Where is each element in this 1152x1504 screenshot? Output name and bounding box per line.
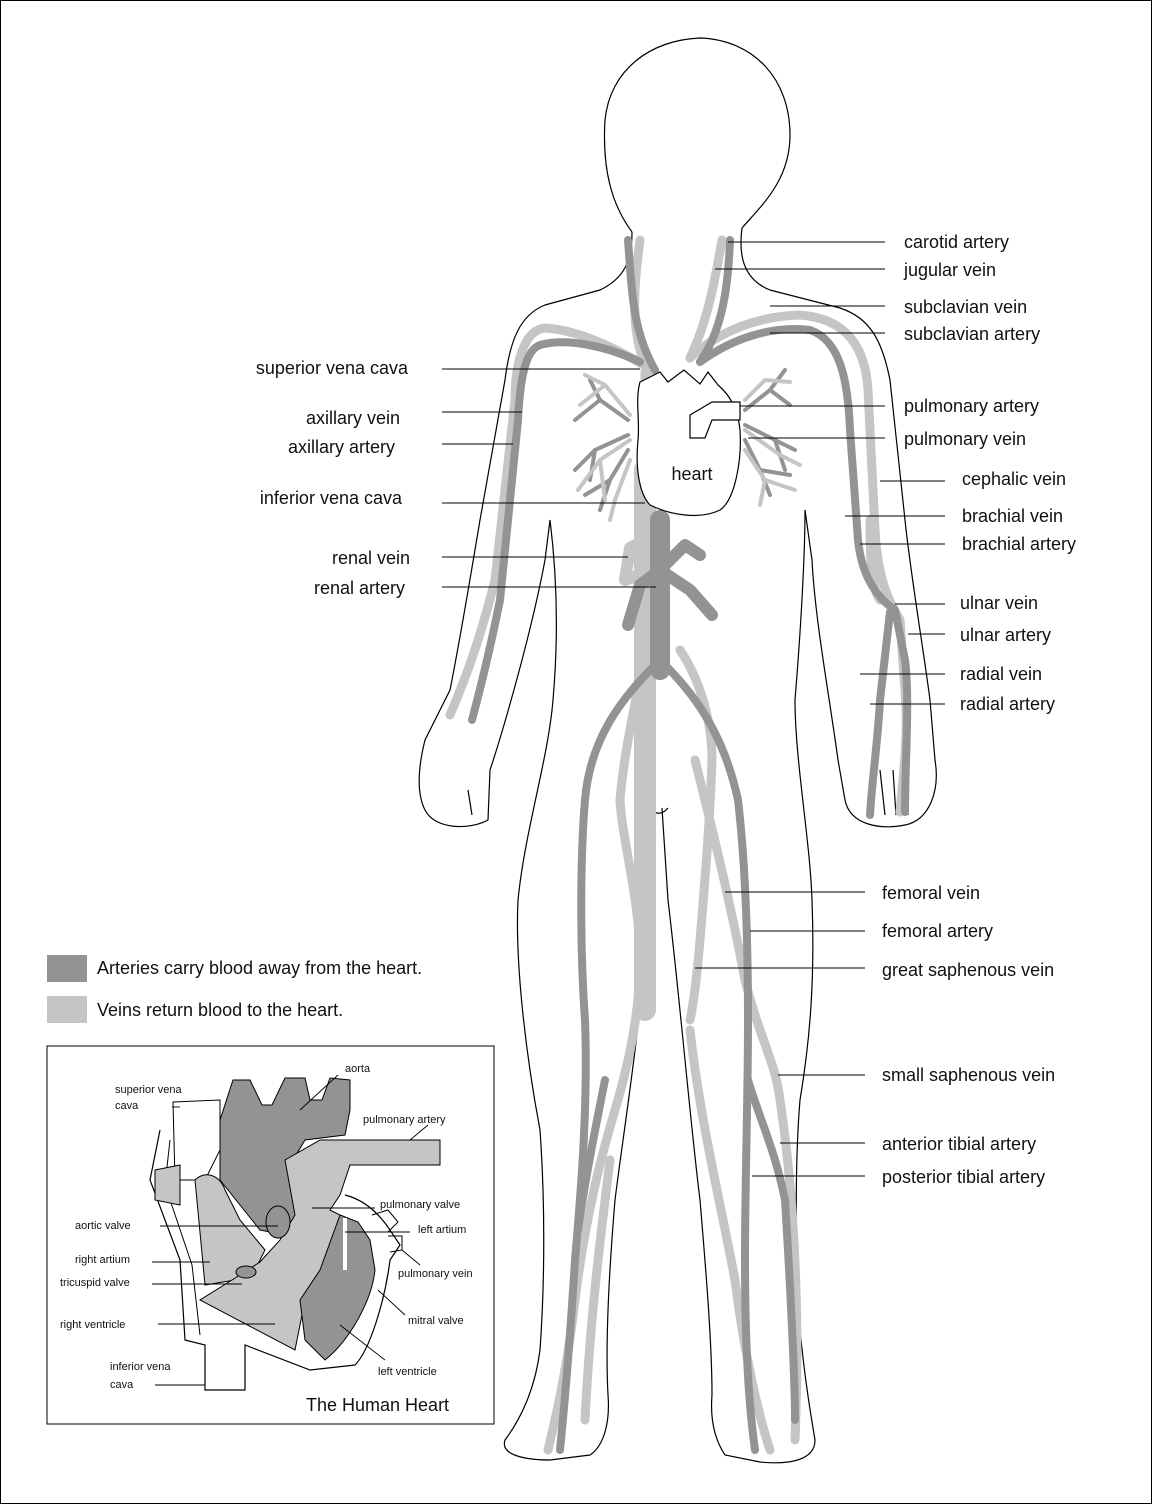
inset-label-mitral-valve: mitral valve	[408, 1315, 464, 1327]
labels-left: superior vena cava axillary vein axillar…	[256, 358, 410, 598]
heart-inset: aorta superior vena cava pulmonary arter…	[47, 1046, 494, 1424]
inset-label-inferior-vena-cava-line2: cava	[110, 1379, 134, 1391]
label-renal-artery: renal artery	[314, 578, 405, 598]
inset-label-left-atrium: left artium	[418, 1224, 466, 1236]
label-axillary-artery: axillary artery	[288, 437, 395, 457]
inset-label-pulmonary-artery: pulmonary artery	[363, 1114, 446, 1126]
label-subclavian-vein: subclavian vein	[904, 297, 1027, 317]
inset-label-aorta: aorta	[345, 1063, 371, 1075]
label-pulmonary-vein: pulmonary vein	[904, 429, 1026, 449]
label-superior-vena-cava: superior vena cava	[256, 358, 409, 378]
label-jugular-vein: jugular vein	[903, 260, 996, 280]
label-brachial-artery: brachial artery	[962, 534, 1076, 554]
body-outline	[419, 38, 936, 1463]
heart-label: heart	[671, 464, 712, 484]
inset-label-inferior-vena-cava-line1: inferior vena	[110, 1361, 171, 1373]
body-heart: heart	[637, 370, 740, 515]
label-brachial-vein: brachial vein	[962, 506, 1063, 526]
label-subclavian-artery: subclavian artery	[904, 324, 1040, 344]
legend-vein-swatch	[47, 996, 87, 1023]
label-small-saphenous-vein: small saphenous vein	[882, 1065, 1055, 1085]
inset-label-pulmonary-vein: pulmonary vein	[398, 1268, 473, 1280]
inset-label-pulmonary-valve: pulmonary valve	[380, 1199, 460, 1211]
label-pulmonary-artery: pulmonary artery	[904, 396, 1039, 416]
label-ulnar-artery: ulnar artery	[960, 625, 1051, 645]
inset-label-right-ventricle: right ventricle	[60, 1319, 125, 1331]
label-radial-vein: radial vein	[960, 664, 1042, 684]
label-posterior-tibial-artery: posterior tibial artery	[882, 1167, 1045, 1187]
inset-label-aortic-valve: aortic valve	[75, 1220, 131, 1232]
label-renal-vein: renal vein	[332, 548, 410, 568]
label-great-saphenous-vein: great saphenous vein	[882, 960, 1054, 980]
inset-title: The Human Heart	[306, 1395, 449, 1415]
inset-label-superior-vena-cava-line1: superior vena	[115, 1084, 183, 1096]
legend-vein-text: Veins return blood to the heart.	[97, 1000, 343, 1020]
label-carotid-artery: carotid artery	[904, 232, 1009, 252]
legend: Arteries carry blood away from the heart…	[47, 955, 422, 1023]
label-axillary-vein: axillary vein	[306, 408, 400, 428]
label-femoral-vein: femoral vein	[882, 883, 980, 903]
label-inferior-vena-cava: inferior vena cava	[260, 488, 403, 508]
label-ulnar-vein: ulnar vein	[960, 593, 1038, 613]
legend-artery-swatch	[47, 955, 87, 982]
inset-label-left-ventricle: left ventricle	[378, 1366, 437, 1378]
label-radial-artery: radial artery	[960, 694, 1055, 714]
label-femoral-artery: femoral artery	[882, 921, 993, 941]
inset-label-superior-vena-cava-line2: cava	[115, 1100, 139, 1112]
label-anterior-tibial-artery: anterior tibial artery	[882, 1134, 1036, 1154]
inset-label-right-atrium: right artium	[75, 1254, 130, 1266]
inset-label-tricuspid-valve: tricuspid valve	[60, 1277, 130, 1289]
legend-artery-text: Arteries carry blood away from the heart…	[97, 958, 422, 978]
label-cephalic-vein: cephalic vein	[962, 469, 1066, 489]
